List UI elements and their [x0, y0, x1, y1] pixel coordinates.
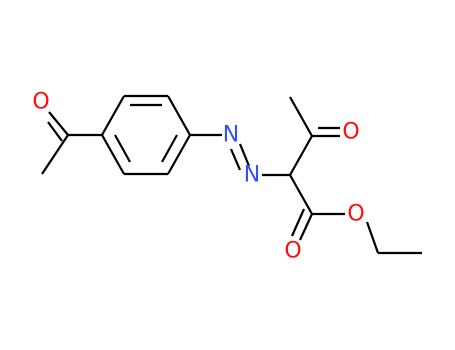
ethyl-o-ch2-bond: [365, 221, 380, 254]
acetyl-group: [41, 111, 102, 175]
acetyl-carbonyl-bond-2: [47, 121, 63, 142]
ketone-methyl-bond: [289, 96, 313, 137]
atom-label-o-ester-carbonyl: O: [284, 239, 301, 264]
azo-double-bond-2: [229, 148, 242, 171]
ester-carbonyl-bond: [299, 213, 313, 241]
azo-linkage: [190, 133, 290, 177]
ring-bond: [167, 95, 191, 136]
acetyl-methyl-bond: [41, 134, 69, 175]
acetoacetate-chain: [289, 96, 422, 255]
atom-label-n-azo-2: N: [244, 163, 260, 188]
azo-double-bond: [238, 143, 251, 167]
chain-bond: [289, 174, 313, 215]
atom-label-n-azo-1: N: [223, 123, 239, 148]
atom-label-o-acetyl: O: [32, 90, 49, 115]
atom-label-o-keto: O: [342, 120, 359, 145]
benzene-ring: [101, 94, 191, 176]
ring-inner-double-bond: [114, 134, 131, 163]
chain-bond: [289, 135, 313, 176]
ring-inner-double-bond: [161, 134, 178, 163]
atom-label-o-ester-ether: O: [347, 202, 364, 227]
acetyl-carbonyl-bond: [48, 111, 69, 136]
ring-bond: [167, 134, 191, 175]
ring-bond: [101, 134, 125, 175]
ring-bond: [101, 95, 125, 136]
ester-carbonyl-bond-2: [290, 208, 306, 237]
